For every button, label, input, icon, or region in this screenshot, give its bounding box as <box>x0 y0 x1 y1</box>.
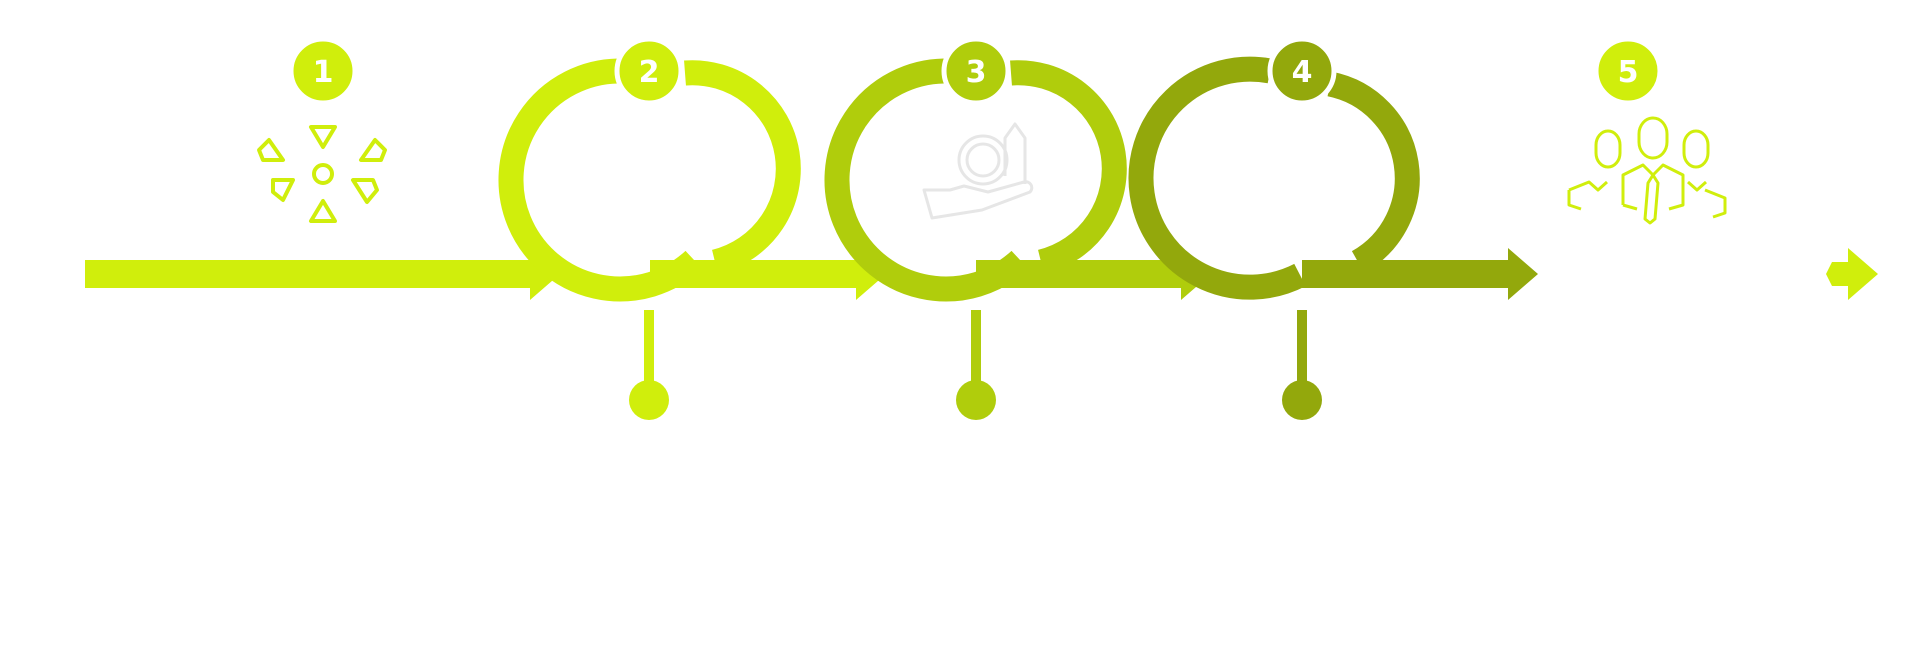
step-badge-2: 2 <box>614 36 684 106</box>
step-badge-3: 3 <box>941 36 1011 106</box>
arrow-segment-2 <box>650 248 886 300</box>
arrow-segment-4 <box>1302 248 1538 300</box>
loop-ring-3-right <box>1010 60 1127 275</box>
timeline-segment-4 <box>1128 56 1538 420</box>
step-number-1: 1 <box>313 55 334 90</box>
team-people-icon <box>1567 116 1727 225</box>
loop-ring-4-right <box>1327 71 1420 273</box>
drop-dot-3 <box>956 380 996 420</box>
step-badge-1: 1 <box>288 36 358 106</box>
step-number-4: 4 <box>1292 55 1313 90</box>
step-number-2: 2 <box>639 55 660 90</box>
money-growth-hand-icon <box>922 122 1034 220</box>
step-number-3: 3 <box>966 55 987 90</box>
arrow-segment-1 <box>85 248 560 300</box>
timeline-segment-1 <box>85 248 560 300</box>
drop-dot-2 <box>629 380 669 420</box>
timeline-segment-3 <box>824 58 1211 420</box>
step-number-5: 5 <box>1618 55 1639 90</box>
drop-stem-4 <box>1297 310 1307 384</box>
arrow-tip-end <box>1826 248 1878 300</box>
step-badge-4: 4 <box>1267 36 1337 106</box>
loop-ring-2 <box>498 58 703 302</box>
step-badge-5: 5 <box>1593 36 1663 106</box>
timeline-segment-2 <box>498 58 886 420</box>
loop-ring-4 <box>1128 56 1306 300</box>
network-cycle-icon <box>257 125 387 223</box>
drop-stem-3 <box>971 310 981 384</box>
loop-ring-3 <box>824 58 1029 302</box>
loop-ring-2-right <box>684 60 801 275</box>
drop-stem-2 <box>644 310 654 384</box>
drop-dot-4 <box>1282 380 1322 420</box>
arrow-segment-3 <box>976 248 1211 300</box>
